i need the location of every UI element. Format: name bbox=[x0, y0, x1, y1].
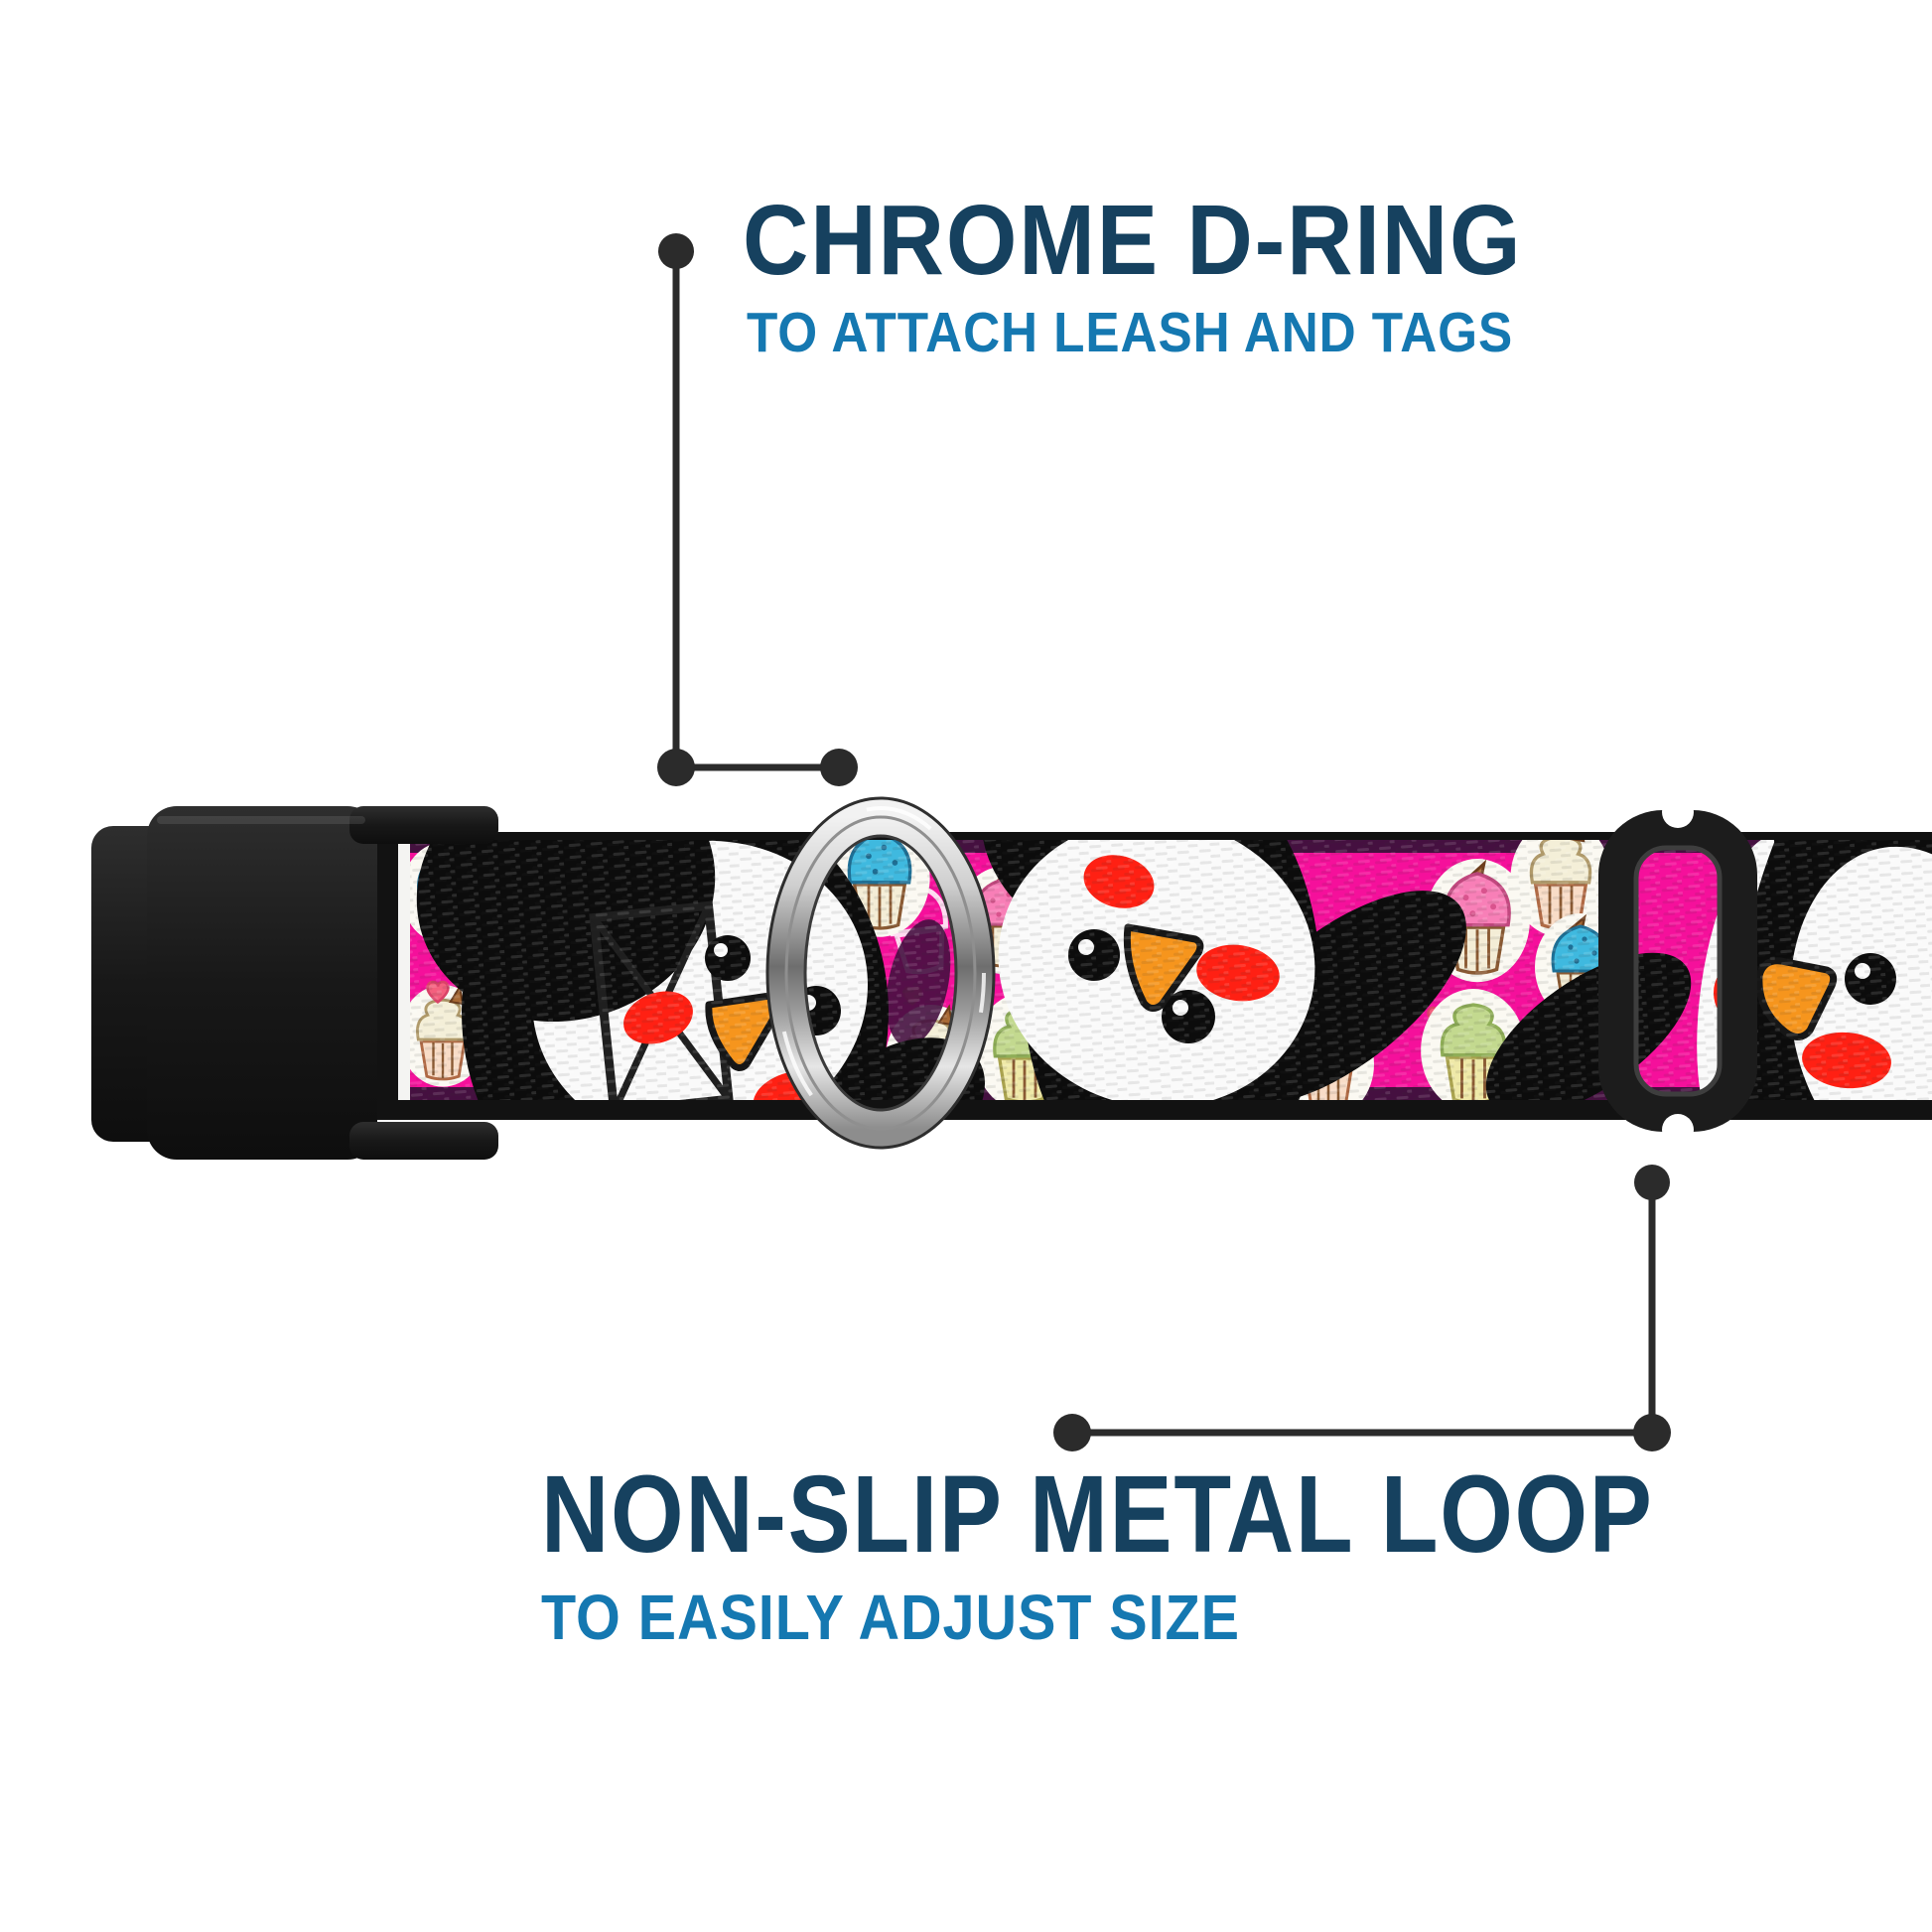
callout-dot bbox=[820, 749, 858, 786]
callout-dot bbox=[1053, 1414, 1091, 1451]
top-callout-title: CHROME D-RING bbox=[743, 189, 1590, 293]
bottom-callout-subtitle-text: TO EASILY ADJUST SIZE bbox=[541, 1582, 1240, 1653]
slider-top-notch bbox=[1662, 796, 1694, 828]
bottom-callout-title: NON-SLIP METAL LOOP bbox=[541, 1457, 1835, 1573]
slider-bottom-notch bbox=[1662, 1114, 1694, 1146]
buckle-top-arm bbox=[349, 806, 498, 844]
chrome-d-ring bbox=[765, 796, 996, 1150]
callout-dot bbox=[658, 233, 694, 269]
metal-slider-loop bbox=[1598, 796, 1757, 1146]
buckle-bottom-arm bbox=[349, 1122, 498, 1160]
callout-dot bbox=[1634, 1165, 1670, 1200]
collar-strap bbox=[367, 832, 1932, 1120]
top-callout-title-text: CHROME D-RING bbox=[743, 185, 1523, 296]
top-callout-subtitle-text: TO ATTACH LEASH AND TAGS bbox=[747, 301, 1514, 364]
callout-dot bbox=[657, 749, 695, 786]
callout-top-connector bbox=[657, 233, 858, 786]
bottom-callout-subtitle: TO EASILY ADJUST SIZE bbox=[541, 1582, 1317, 1653]
bottom-callout-title-text: NON-SLIP METAL LOOP bbox=[541, 1453, 1654, 1576]
top-callout-subtitle: TO ATTACH LEASH AND TAGS bbox=[747, 301, 1598, 364]
callout-bottom-connector bbox=[1053, 1165, 1671, 1451]
side-release-buckle bbox=[91, 806, 498, 1160]
callout-dot bbox=[1633, 1414, 1671, 1451]
strap-selvage bbox=[398, 840, 410, 1100]
